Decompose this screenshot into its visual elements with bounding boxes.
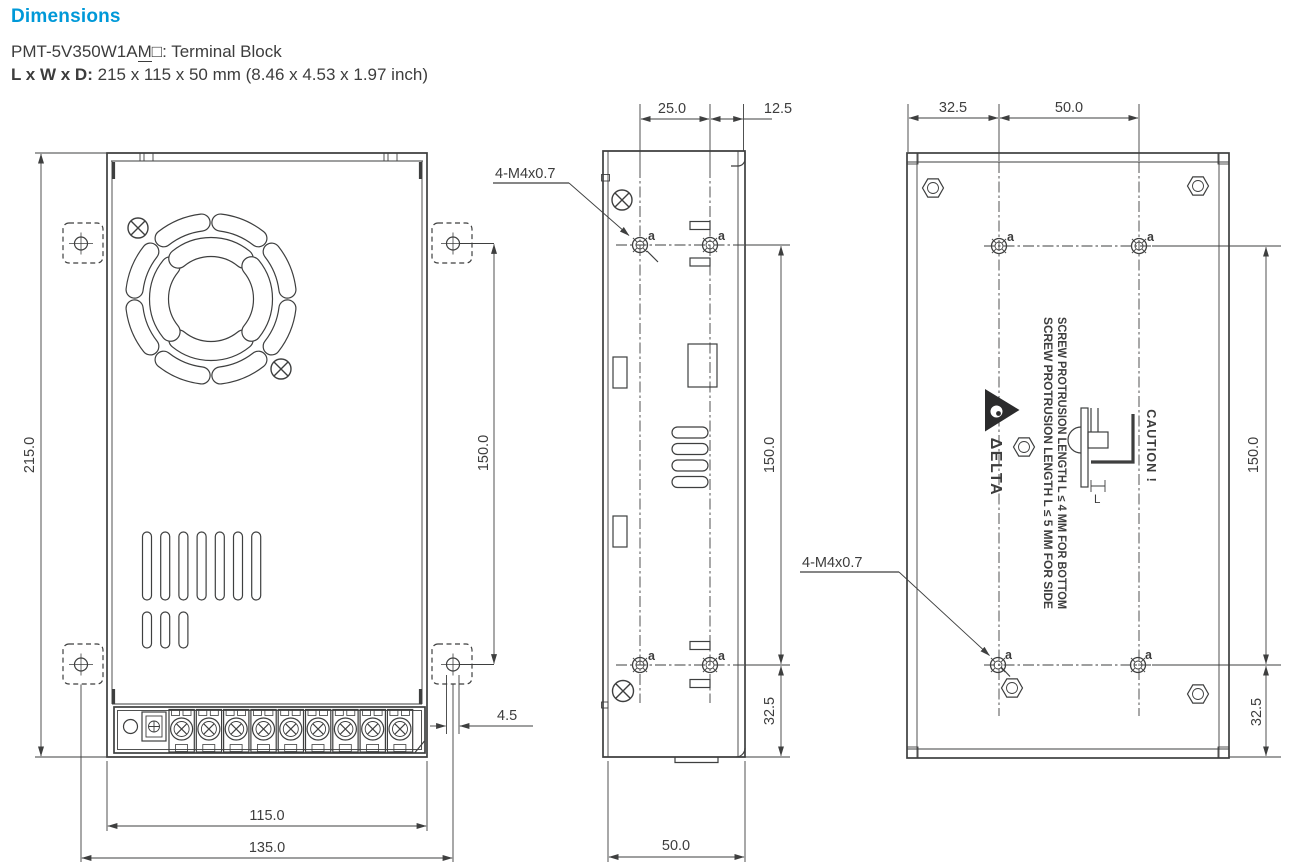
hex-nut — [1012, 437, 1036, 457]
size-line: L x W x D: 215 x 115 x 50 mm (8.46 x 4.5… — [11, 65, 428, 85]
corner-fold-mark — [731, 152, 746, 167]
fan-grille — [125, 213, 297, 385]
hex-nut — [1000, 678, 1024, 698]
page-header: Dimensions PMT-5V350W1AM□: Terminal Bloc… — [11, 6, 428, 85]
front-vent-slots — [141, 531, 262, 649]
dim-bottom-side-offset: 32.5 — [939, 100, 967, 116]
terminal-block — [113, 706, 426, 754]
hex-nut — [921, 178, 945, 198]
dim-front-width: 115.0 — [249, 808, 284, 824]
aux-connector — [141, 711, 167, 742]
dim-side-edge-offset: 12.5 — [764, 101, 792, 117]
caution-title: CAUTION ! — [1144, 409, 1158, 483]
model-prefix: PMT-5V350W1A — [11, 42, 138, 61]
caution-screw-diagram: L — [1067, 407, 1135, 506]
dim-front-height: 215.0 — [22, 437, 38, 473]
side-vent-slots — [671, 426, 709, 489]
hole-tag: a — [718, 649, 726, 663]
dim-front-bracket-span: 135.0 — [249, 840, 285, 856]
mounting-bracket — [62, 643, 104, 685]
side-view: 4-M4x0.7 25.0 12.5 150.0 32.5 50.0 a a a… — [493, 101, 792, 862]
front-view: 215.0 150.0 115.0 135.0 4.5 — [22, 152, 533, 862]
dim-side-hole-span: 150.0 — [762, 437, 778, 473]
thread-callout-side: 4-M4x0.7 — [495, 166, 555, 182]
hole-tag: a — [1147, 230, 1155, 244]
hole-tag: a — [648, 649, 656, 663]
caution-text-line1: SCREW PROTRUSION LENGTH L ≤ 4 MM FOR BOT… — [1055, 317, 1067, 609]
cover-screw-icon — [611, 189, 633, 211]
m4-screw-hole — [631, 236, 649, 254]
hex-nut — [1186, 176, 1210, 196]
hole-tag: a — [648, 229, 656, 243]
bottom-tab — [674, 757, 719, 764]
m4-screw-hole — [701, 656, 719, 674]
cover-screw-icon — [611, 679, 635, 703]
m4-screw-hole — [631, 656, 649, 674]
model-description: : Terminal Block — [162, 42, 282, 61]
model-line: PMT-5V350W1AM□: Terminal Block — [11, 42, 428, 62]
model-underlined-char: M — [137, 42, 152, 62]
drawing-details — [62, 176, 1210, 753]
hole-tag: a — [1145, 648, 1153, 662]
hole-tag: a — [718, 229, 726, 243]
dim-side-bottom-offset: 32.5 — [762, 697, 778, 725]
mounting-bracket — [62, 222, 104, 264]
caution-text-line2: SCREW PROTRUSION LENGTH L ≤ 5 MM FOR SID… — [1041, 317, 1053, 609]
delta-logo-text: ΔELTA — [987, 438, 1004, 496]
terminal-led-hole — [122, 718, 139, 735]
dim-bottom-offset: 32.5 — [1249, 698, 1265, 726]
dim-side-depth: 50.0 — [662, 838, 690, 854]
fan-screw-icon — [270, 358, 292, 380]
terminal-positions — [168, 708, 414, 753]
m4-screw-hole — [989, 656, 1007, 674]
size-value: 215 x 115 x 50 mm (8.46 x 4.53 x 1.97 in… — [97, 65, 429, 84]
mounting-bracket — [431, 643, 473, 685]
m4-screw-hole — [1129, 656, 1147, 674]
m4-screw-hole — [1130, 237, 1148, 255]
corner-fold-mark — [735, 747, 746, 758]
dim-bottom-hole-pitch: 50.0 — [1055, 100, 1083, 116]
hole-tag: a — [1007, 230, 1015, 244]
mounting-bracket — [431, 222, 473, 264]
model-box-glyph: □ — [151, 42, 163, 61]
size-label: L x W x D: — [11, 65, 93, 84]
hex-nut — [1186, 684, 1210, 704]
page-title: Dimensions — [11, 6, 121, 27]
dim-front-hole-span: 150.0 — [476, 435, 492, 471]
m4-screw-hole — [701, 236, 719, 254]
bottom-view: ΔELTA L SCREW PROTRUSION LENGTH L ≤ 4 MM… — [800, 100, 1281, 759]
thread-callout-bottom: 4-M4x0.7 — [802, 555, 862, 571]
top-fold-notches — [139, 153, 398, 161]
dim-side-hole-pitch: 25.0 — [658, 101, 686, 117]
hole-tag: a — [1005, 648, 1013, 662]
fan-screw-icon — [127, 217, 149, 239]
protrusion-length-symbol: L — [1094, 494, 1101, 506]
m4-screw-hole — [990, 237, 1008, 255]
delta-logo: ΔELTA — [985, 389, 1020, 496]
dim-bottom-hole-span: 150.0 — [1246, 437, 1262, 473]
dim-front-bracket-hole: 4.5 — [497, 708, 517, 724]
